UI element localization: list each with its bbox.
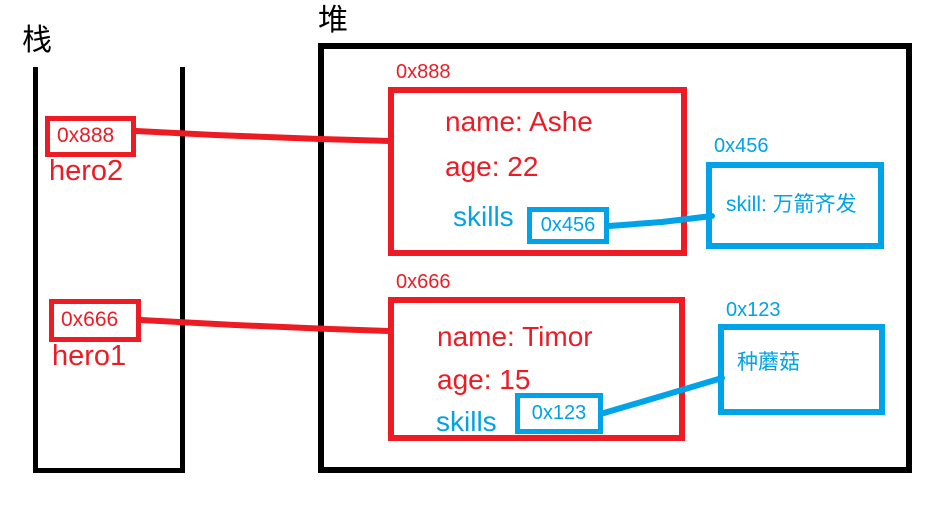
heap-object-666-name-field: name: Timor bbox=[437, 321, 593, 352]
heap-object-666-age-field: age: 15 bbox=[437, 364, 531, 395]
skill-object-456-text: skill: 万箭齐发 bbox=[726, 193, 857, 216]
heap-object-666-skills-ref-box: 0x123 bbox=[515, 393, 603, 434]
stack-ref-hero2-address: 0x888 bbox=[57, 124, 115, 148]
skill-object-123-address-label: 0x123 bbox=[726, 299, 781, 321]
heap-object-888-age-field: age: 22 bbox=[445, 151, 539, 182]
heap-object-888-name-field: name: Ashe bbox=[445, 106, 593, 137]
heap-object-888-address-label: 0x888 bbox=[396, 61, 451, 83]
stack-var-hero2-name: hero2 bbox=[49, 155, 124, 187]
heap-region-outline bbox=[318, 43, 912, 473]
heap-object-888-skills-label: skills bbox=[453, 201, 514, 232]
skill-object-123-text: 种蘑菇 bbox=[737, 351, 800, 374]
heap-object-666-address-label: 0x666 bbox=[396, 271, 451, 293]
heap-region-label: 堆 bbox=[318, 4, 348, 37]
skill-object-456-address-label: 0x456 bbox=[714, 135, 769, 157]
skill-object-456-box bbox=[706, 162, 884, 249]
stack-ref-hero1-address: 0x666 bbox=[61, 308, 119, 332]
stack-ref-hero2-box: 0x888 bbox=[45, 116, 136, 157]
stack-region-outline bbox=[33, 67, 185, 473]
heap-object-666-skills-ref-value: 0x123 bbox=[531, 402, 587, 424]
heap-object-888-box bbox=[388, 87, 687, 256]
heap-object-888-skills-ref-value: 0x456 bbox=[540, 214, 596, 236]
skill-object-123-box bbox=[718, 324, 885, 415]
heap-object-666-box bbox=[388, 297, 685, 441]
stack-var-hero1-name: hero1 bbox=[52, 340, 127, 372]
stack-ref-hero1-box: 0x666 bbox=[49, 299, 141, 342]
heap-object-666-skills-label: skills bbox=[436, 406, 497, 437]
heap-object-888-skills-ref-box: 0x456 bbox=[527, 207, 609, 244]
stack-region-label: 栈 bbox=[22, 24, 52, 57]
